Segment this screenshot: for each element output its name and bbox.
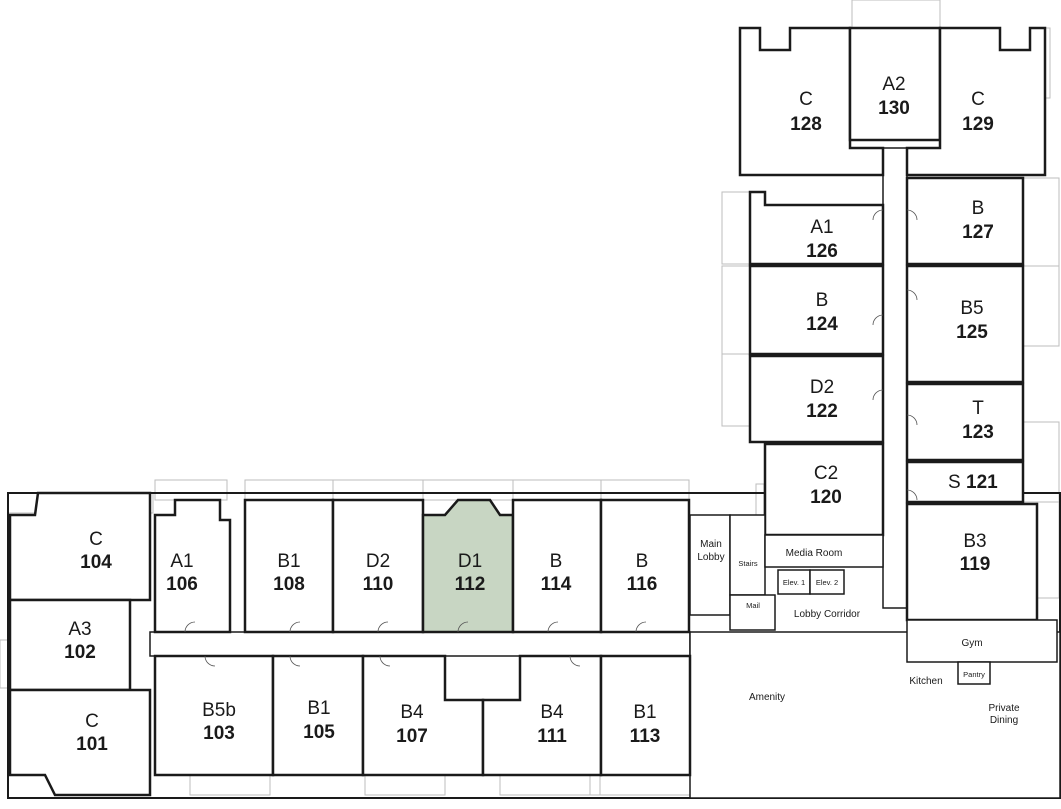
unit-number: 111 (537, 726, 567, 747)
unit-type: C (89, 529, 103, 550)
unit-number: 105 (303, 722, 335, 743)
unit-type: T (972, 398, 984, 419)
unit-number: 120 (810, 487, 842, 508)
unit-type: B (550, 551, 563, 572)
unit-labels: C 104 A3 102 C 101 A1 106 B1 108 D2 110 … (64, 74, 998, 755)
unit-110[interactable]: D2 110 (363, 551, 394, 595)
unit-type: C (85, 711, 99, 732)
unit-number: 108 (273, 574, 305, 595)
unit-type: A1 (810, 217, 833, 238)
unit-type: B5 (960, 298, 983, 319)
unit-127[interactable]: B 127 (962, 198, 994, 243)
unit-120[interactable]: C2 120 (810, 463, 842, 508)
unit-type: C (971, 89, 985, 110)
unit-123[interactable]: T 123 (962, 398, 994, 443)
unit-104[interactable]: C 104 (80, 529, 112, 573)
unit-101[interactable]: C 101 (76, 711, 108, 755)
unit-type: D2 (366, 551, 390, 572)
amenity-shapes (689, 514, 1058, 685)
doors (184, 209, 918, 667)
unit-number: 114 (541, 574, 572, 595)
unit-number: 128 (790, 114, 822, 135)
unit-number: 122 (806, 401, 838, 422)
unit-number: 110 (363, 574, 394, 595)
kitchen-label: Kitchen (909, 676, 942, 687)
unit-number: 101 (76, 734, 108, 755)
unit-type: B4 (540, 702, 564, 723)
unit-112[interactable]: D1 112 (455, 551, 486, 595)
unit-type: B1 (277, 551, 300, 572)
unit-type: A1 (170, 551, 193, 572)
unit-type: D1 (458, 551, 482, 572)
unit-number: 116 (627, 574, 658, 595)
unit-type: B (636, 551, 649, 572)
unit-type: B1 (633, 702, 656, 723)
unit-111[interactable]: B4 111 (537, 702, 567, 747)
unit-114[interactable]: B 114 (541, 551, 572, 595)
unit-119[interactable]: B3 119 (960, 531, 991, 575)
unit-105[interactable]: B1 105 (303, 698, 335, 743)
elevator-1-label: Elev. 1 (783, 578, 805, 587)
unit-shapes (8, 26, 1047, 797)
unit-125[interactable]: B5 125 (956, 298, 988, 343)
unit-type: B4 (400, 702, 424, 723)
unit-type: A3 (68, 619, 91, 640)
unit-number: 124 (806, 314, 838, 335)
unit-124[interactable]: B 124 (806, 290, 838, 335)
unit-121[interactable]: S 121 (948, 472, 998, 493)
unit-number: 130 (878, 98, 910, 119)
unit-number: 106 (166, 574, 198, 595)
unit-type: B1 (307, 698, 330, 719)
unit-type: B (816, 290, 829, 311)
stairs-label: Stairs (738, 559, 757, 568)
main-lobby-label: Main (700, 539, 722, 550)
unit-type: D2 (810, 377, 834, 398)
private-dining-label: Private (988, 703, 1020, 714)
unit-number: 107 (396, 726, 428, 747)
unit-number: 123 (962, 422, 994, 443)
unit-type: B3 (963, 531, 986, 552)
unit-number: 126 (806, 241, 838, 262)
unit-number: 102 (64, 642, 96, 663)
mail-label: Mail (746, 601, 760, 610)
unit-107[interactable]: B4 107 (396, 702, 428, 747)
main-lobby-label-2: Lobby (697, 552, 724, 563)
unit-103[interactable]: B5b 103 (202, 700, 236, 744)
unit-102[interactable]: A3 102 (64, 619, 96, 663)
unit-106[interactable]: A1 106 (166, 551, 198, 595)
amenity-label: Amenity (749, 692, 785, 703)
unit-number: 125 (956, 322, 988, 343)
unit-type: A2 (882, 74, 905, 95)
unit-type: B5b (202, 700, 236, 721)
unit-number: 104 (80, 552, 112, 573)
elevator-2-label: Elev. 2 (816, 578, 838, 587)
gym-label: Gym (961, 638, 982, 649)
unit-number: 121 (966, 472, 998, 493)
unit-number: 103 (203, 723, 235, 744)
unit-number: 119 (960, 554, 991, 575)
unit-116[interactable]: B 116 (627, 551, 658, 595)
private-dining-label-2: Dining (990, 715, 1018, 726)
unit-type: B (972, 198, 985, 219)
unit-number: 129 (962, 114, 994, 135)
media-room-label: Media Room (786, 548, 843, 559)
room-labels: Main Lobby Stairs Mail Media Room Elev. … (697, 539, 1020, 726)
unit-126[interactable]: A1 126 (806, 217, 838, 262)
unit-128[interactable]: C 128 (790, 89, 822, 135)
unit-129[interactable]: C 129 (962, 89, 994, 135)
pantry-label: Pantry (963, 670, 985, 679)
unit-122[interactable]: D2 122 (806, 377, 838, 422)
unit-type: C2 (814, 463, 838, 484)
unit-113[interactable]: B1 113 (630, 702, 661, 747)
unit-type: C (799, 89, 813, 110)
unit-number: 113 (630, 726, 661, 747)
unit-130[interactable]: A2 130 (878, 74, 910, 119)
unit-108[interactable]: B1 108 (273, 551, 305, 595)
lobby-corridor-label: Lobby Corridor (794, 609, 861, 620)
unit-number: 127 (962, 222, 994, 243)
unit-number: 112 (455, 574, 486, 595)
unit-type: S (948, 472, 961, 493)
